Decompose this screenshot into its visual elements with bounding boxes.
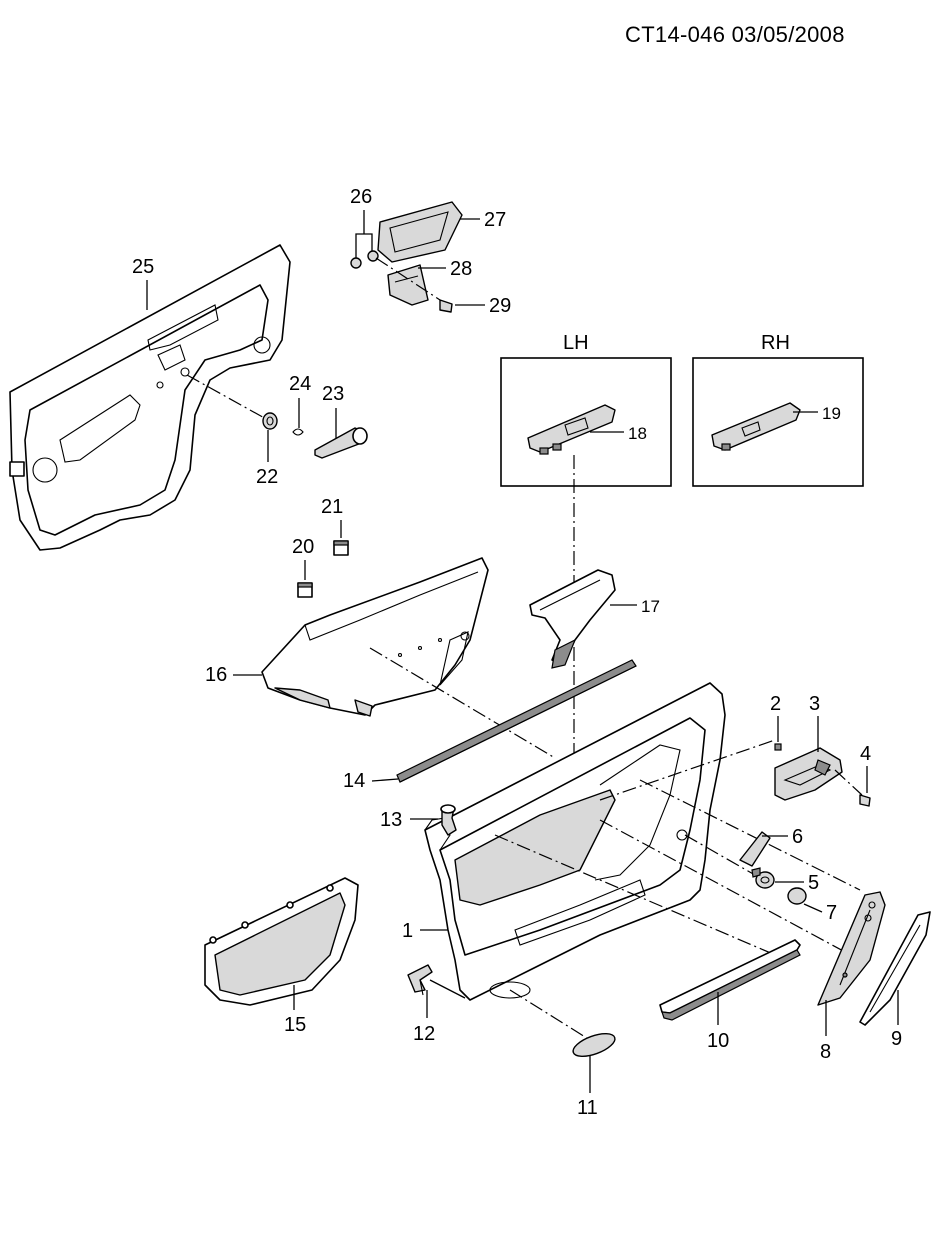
label-1: 1 [402, 920, 413, 942]
label-22: 22 [256, 466, 278, 488]
label-7: 7 [826, 902, 837, 924]
inset-lh-box [500, 357, 672, 487]
part-8-handle-bezel [817, 891, 886, 1006]
label-28: 28 [450, 258, 472, 280]
label-11: 11 [577, 1097, 598, 1119]
label-18: 18 [628, 424, 647, 443]
part-10-trim-molding [659, 939, 801, 1021]
part-7-plug [787, 887, 807, 905]
part-17-armrest-switch-bezel [529, 569, 616, 669]
part-15-map-pocket [204, 877, 359, 1006]
label-5: 5 [808, 872, 819, 894]
label-17: 17 [641, 597, 660, 616]
part-27-pull-handle [377, 201, 463, 263]
part-28-bracket [387, 264, 429, 306]
label-19: 19 [822, 404, 841, 423]
label-8: 8 [820, 1041, 831, 1063]
part-18-window-switch-lh [527, 404, 616, 455]
part-6-pad [739, 831, 771, 867]
part-4-screw [859, 794, 871, 807]
part-23-window-crank [314, 427, 368, 459]
part-20-clip [297, 582, 313, 598]
part-11-speaker-cover [572, 1032, 616, 1058]
part-22-escutcheon [262, 412, 278, 430]
label-15: 15 [284, 1014, 306, 1036]
label-24: 24 [289, 373, 311, 395]
part-14-belt-weatherstrip [396, 659, 637, 783]
label-6: 6 [792, 826, 803, 848]
label-4: 4 [860, 743, 871, 765]
part-12-fastener [407, 964, 433, 996]
label-13: 13 [380, 809, 402, 831]
inset-rh-box [692, 357, 864, 487]
part-9-trim-strip [859, 911, 931, 1026]
part-2-clip [774, 743, 782, 751]
part-5-grommet [751, 867, 775, 889]
label-14: 14 [343, 770, 365, 792]
label-20: 20 [292, 536, 314, 558]
part-21-clip [333, 540, 349, 556]
part-26-nuts [350, 250, 379, 269]
label-9: 9 [891, 1028, 902, 1050]
inset-lh-title: LH [563, 332, 589, 354]
label-21: 21 [321, 496, 343, 518]
part-29-screw [439, 299, 453, 313]
part-3-inner-handle [774, 747, 843, 801]
label-26: 26 [350, 186, 372, 208]
label-27: 27 [484, 209, 506, 231]
label-16: 16 [205, 664, 227, 686]
part-13-trim-clip [440, 804, 457, 836]
label-12: 12 [413, 1023, 435, 1045]
part-25-door-seal-sheet [9, 244, 291, 551]
label-3: 3 [809, 693, 820, 715]
label-23: 23 [322, 383, 344, 405]
label-25: 25 [132, 256, 154, 278]
part-24-clip [292, 428, 304, 436]
diagram-code-date: CT14-046 03/05/2008 [625, 22, 845, 47]
part-16-trim-carrier [261, 557, 489, 717]
part-19-window-switch-rh [711, 402, 801, 451]
label-2: 2 [770, 693, 781, 715]
part-1-door-trim-panel [424, 682, 726, 1001]
label-29: 29 [489, 295, 511, 317]
label-10: 10 [707, 1030, 729, 1052]
inset-rh-title: RH [761, 332, 790, 354]
